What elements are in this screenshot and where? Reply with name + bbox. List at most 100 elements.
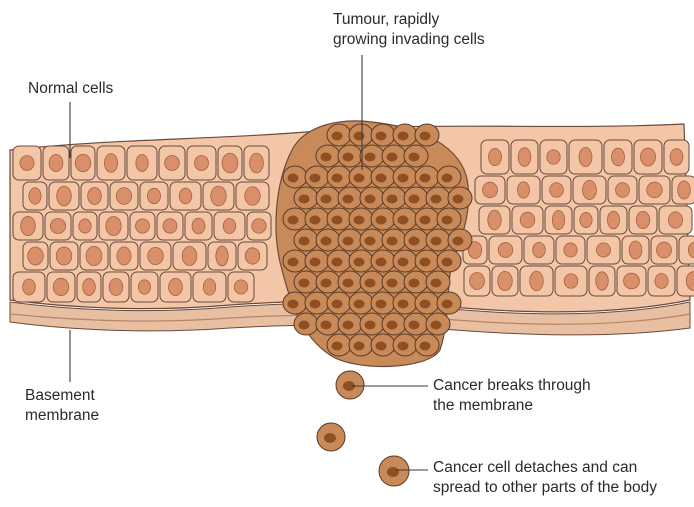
tumour-cell-nucleus — [365, 153, 376, 162]
cell-nucleus — [75, 154, 91, 172]
cell-nucleus — [670, 149, 683, 166]
tumour-cell-nucleus — [387, 321, 398, 330]
tumour-cell-nucleus — [431, 195, 442, 204]
cell-nucleus — [83, 279, 96, 296]
cell-nucleus — [50, 218, 65, 233]
cell-nucleus — [163, 219, 177, 233]
cell-nucleus — [104, 154, 117, 173]
cell-nucleus — [607, 211, 619, 229]
cell-nucleus — [552, 210, 564, 229]
tumour-cell-nucleus — [299, 279, 310, 288]
tumour-cell-nucleus — [365, 321, 376, 330]
tumour-cell-nucleus — [343, 237, 354, 246]
tumour-cell-nucleus — [398, 342, 409, 351]
tumour-cell-nucleus — [321, 195, 332, 204]
tumour-mass — [276, 121, 472, 367]
cell-nucleus — [520, 212, 535, 228]
tumour-cell-nucleus — [321, 153, 332, 162]
cell-nucleus — [498, 243, 513, 258]
tumour-cell-nucleus — [332, 300, 343, 309]
cell-nucleus — [252, 219, 266, 234]
tumour-cell-nucleus — [299, 195, 310, 204]
cell-nucleus — [192, 218, 205, 234]
cell-nucleus — [612, 148, 625, 166]
tumour-cell-nucleus — [420, 132, 431, 141]
tumour-cell-nucleus — [343, 153, 354, 162]
tumour-cell-nucleus — [431, 279, 442, 288]
cell-nucleus — [530, 271, 544, 291]
tumour-cell-nucleus — [409, 153, 420, 162]
tumour-cell-nucleus — [453, 195, 464, 204]
tumour-cell-nucleus — [332, 342, 343, 351]
tumour-cell-nucleus — [376, 258, 387, 267]
cell-nucleus — [647, 182, 663, 198]
tumour-cell-nucleus — [343, 321, 354, 330]
cell-nucleus — [250, 153, 264, 173]
cell-nucleus — [165, 156, 180, 171]
cell-nucleus — [211, 186, 226, 206]
cell-nucleus — [234, 280, 248, 294]
cell-nucleus — [53, 278, 69, 295]
cell-nucleus — [203, 279, 215, 295]
label-normal-cells: Normal cells — [28, 79, 113, 99]
cell-nucleus — [223, 219, 236, 234]
tumour-cell-nucleus — [420, 174, 431, 183]
cell-nucleus — [245, 248, 260, 264]
cell-nucleus — [20, 156, 34, 171]
tumour-cell-nucleus — [387, 153, 398, 162]
cell-nucleus — [195, 155, 209, 170]
tumour-cell-nucleus — [288, 258, 299, 267]
cell-nucleus — [56, 247, 72, 265]
cell-nucleus — [488, 210, 501, 230]
tumour-cell-nucleus — [398, 258, 409, 267]
cell-nucleus — [136, 219, 150, 233]
cell-nucleus — [179, 188, 192, 204]
cell-nucleus — [580, 212, 592, 227]
tumour-cell-nucleus — [409, 279, 420, 288]
cell-nucleus — [518, 148, 531, 167]
tumour-cell-nucleus — [310, 216, 321, 225]
cell-nucleus — [596, 272, 609, 290]
tumour-cell-nucleus — [420, 300, 431, 309]
tumour-cell-nucleus — [409, 237, 420, 246]
tumour-cell-nucleus — [376, 342, 387, 351]
cell-nucleus — [483, 182, 498, 198]
tumour-cell-nucleus — [398, 216, 409, 225]
tumour-cell-nucleus — [398, 174, 409, 183]
tumour-cell-nucleus — [310, 258, 321, 267]
tumour-cell-nucleus — [332, 216, 343, 225]
cell-nucleus — [116, 188, 131, 205]
escaped-cancer-cells — [317, 371, 409, 486]
cell-nucleus — [678, 181, 691, 199]
escaped-cell-nucleus — [387, 467, 399, 477]
tumour-cell-nucleus — [354, 342, 365, 351]
tumour-cell-nucleus — [409, 321, 420, 330]
cell-nucleus — [470, 273, 485, 290]
tumour-cell-nucleus — [332, 132, 343, 141]
cell-nucleus — [49, 154, 63, 171]
tumour-cell-nucleus — [354, 132, 365, 141]
cell-nucleus — [222, 153, 238, 173]
tumour-cell-nucleus — [420, 342, 431, 351]
cell-nucleus — [21, 216, 36, 235]
tumour-cell-nucleus — [442, 300, 453, 309]
cell-nucleus — [657, 242, 672, 258]
tumour-cell-nucleus — [310, 174, 321, 183]
tumour-cell-nucleus — [431, 237, 442, 246]
tumour-cell-nucleus — [365, 195, 376, 204]
escaped-cell-nucleus — [324, 433, 336, 443]
tumour-cell-nucleus — [442, 216, 453, 225]
tumour-cell-nucleus — [376, 300, 387, 309]
cell-nucleus — [636, 211, 650, 228]
cell-nucleus — [28, 247, 44, 265]
cell-nucleus — [106, 216, 121, 235]
tumour-cell-nucleus — [343, 195, 354, 204]
tumour-cell-nucleus — [321, 321, 332, 330]
tumour-cell-nucleus — [442, 174, 453, 183]
cell-nucleus — [86, 246, 102, 265]
cell-nucleus — [136, 155, 148, 172]
cell-nucleus — [29, 188, 41, 204]
